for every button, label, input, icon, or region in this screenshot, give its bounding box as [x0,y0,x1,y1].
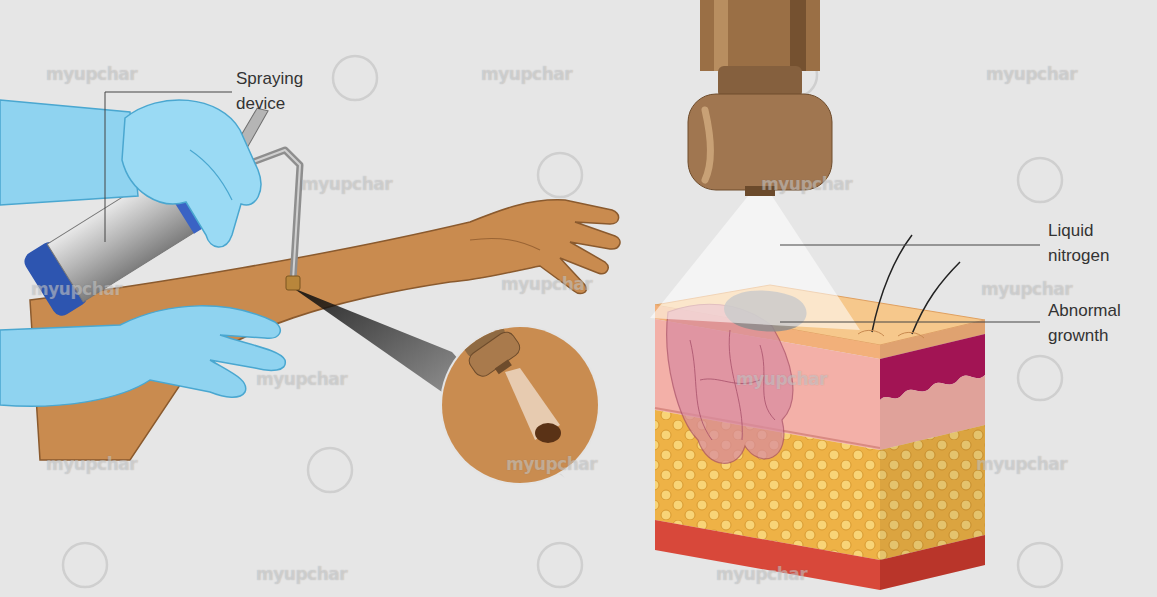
leader-line [780,245,1040,246]
watermark-logo [538,153,582,197]
watermark-text: myupchar [986,64,1077,84]
hair [872,235,912,332]
muscle-layer [655,520,880,590]
glove-fold [190,150,232,200]
watermark-logo [308,448,352,492]
zoom-rim [440,325,600,485]
watermark-logo [538,543,582,587]
watermark-text: myupchar [256,564,347,584]
callout-label: Liquid nitrogen [1048,218,1133,268]
hair-follicle [858,330,924,338]
watermark-text: myupchar [46,454,137,474]
mole [535,423,561,443]
glove-lower [0,306,285,406]
watermark-text: myupchar [46,64,137,84]
nozzle-body [700,0,820,71]
leader-line [780,322,1040,323]
watermark-logo [1018,158,1062,202]
zoom-skin [440,325,600,485]
glove-cuff [0,100,138,205]
arm-crease [470,238,540,250]
nozzle-highlight [705,110,710,180]
watermark-logo [1018,543,1062,587]
watermark-text: myupchar [501,274,592,294]
callout-label: Spraying device [236,66,331,116]
watermark-logo [333,56,377,100]
nitrogen-spray [650,196,860,330]
hair [912,262,960,334]
watermark-text: myupchar [981,279,1072,299]
side-shade [880,320,985,590]
leader-line [105,92,232,242]
watermark-text: myupchar [976,454,1067,474]
watermark-logo [1018,356,1062,400]
watermark-text: myupchar [716,564,807,584]
watermark-logo [63,543,107,587]
zoom-nozzle-tip [495,359,512,374]
nozzle-tip [286,276,300,290]
nozzle-shadow [790,0,806,71]
watermark-text: myupchar [31,279,122,299]
watermark-text: myupchar [301,174,392,194]
glove-upper [122,100,261,247]
nozzle-highlight [714,0,728,71]
watermark-text: myupchar [481,64,572,84]
watermark-text: myupchar [736,369,827,389]
callout-label: Abnormal grownth [1048,298,1153,348]
watermark-text: myupchar [256,369,347,389]
nozzle-neck [718,66,802,98]
zoom-nozzle [466,329,524,380]
watermark-text: myupchar [506,454,597,474]
watermark-text: myupchar [761,174,852,194]
